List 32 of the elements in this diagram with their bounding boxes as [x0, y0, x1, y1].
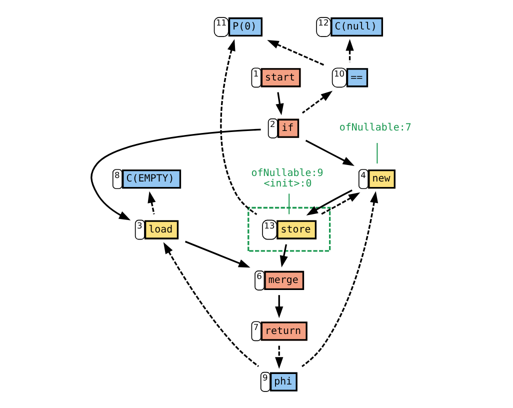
node-label: 13: [264, 220, 275, 231]
node-label: 6: [256, 271, 262, 282]
node-text: ofNullable:9 <init>:0: [251, 168, 324, 190]
node-label: 9: [262, 372, 268, 383]
arrow: [280, 244, 288, 268]
arrow: [184, 240, 250, 268]
arrow: [306, 190, 352, 216]
node-label: 8: [114, 170, 120, 180]
arrow: [346, 39, 354, 62]
arrow: [275, 295, 284, 318]
arrow: [320, 192, 360, 216]
arrow: [148, 191, 156, 214]
arrow: [90, 128, 261, 220]
node-label: 3: [137, 220, 142, 231]
node-label: 7: [253, 322, 259, 332]
arrow: [275, 346, 284, 369]
node-text: ofNullable:7: [339, 122, 412, 134]
arrow: [163, 242, 260, 368]
arrow: [305, 140, 354, 166]
connector: [376, 142, 378, 164]
arrow: [302, 90, 333, 114]
node-label: 2: [270, 119, 276, 130]
connector: [288, 193, 290, 215]
node-label: 1: [253, 68, 259, 78]
node-label: 10: [334, 68, 345, 78]
node-label: 12: [318, 18, 329, 28]
node-label: 4: [360, 170, 366, 180]
arrow: [220, 39, 258, 216]
arrow: [267, 40, 326, 66]
node-label: 11: [216, 18, 227, 28]
arrow: [302, 191, 378, 368]
arrow: [276, 92, 284, 116]
